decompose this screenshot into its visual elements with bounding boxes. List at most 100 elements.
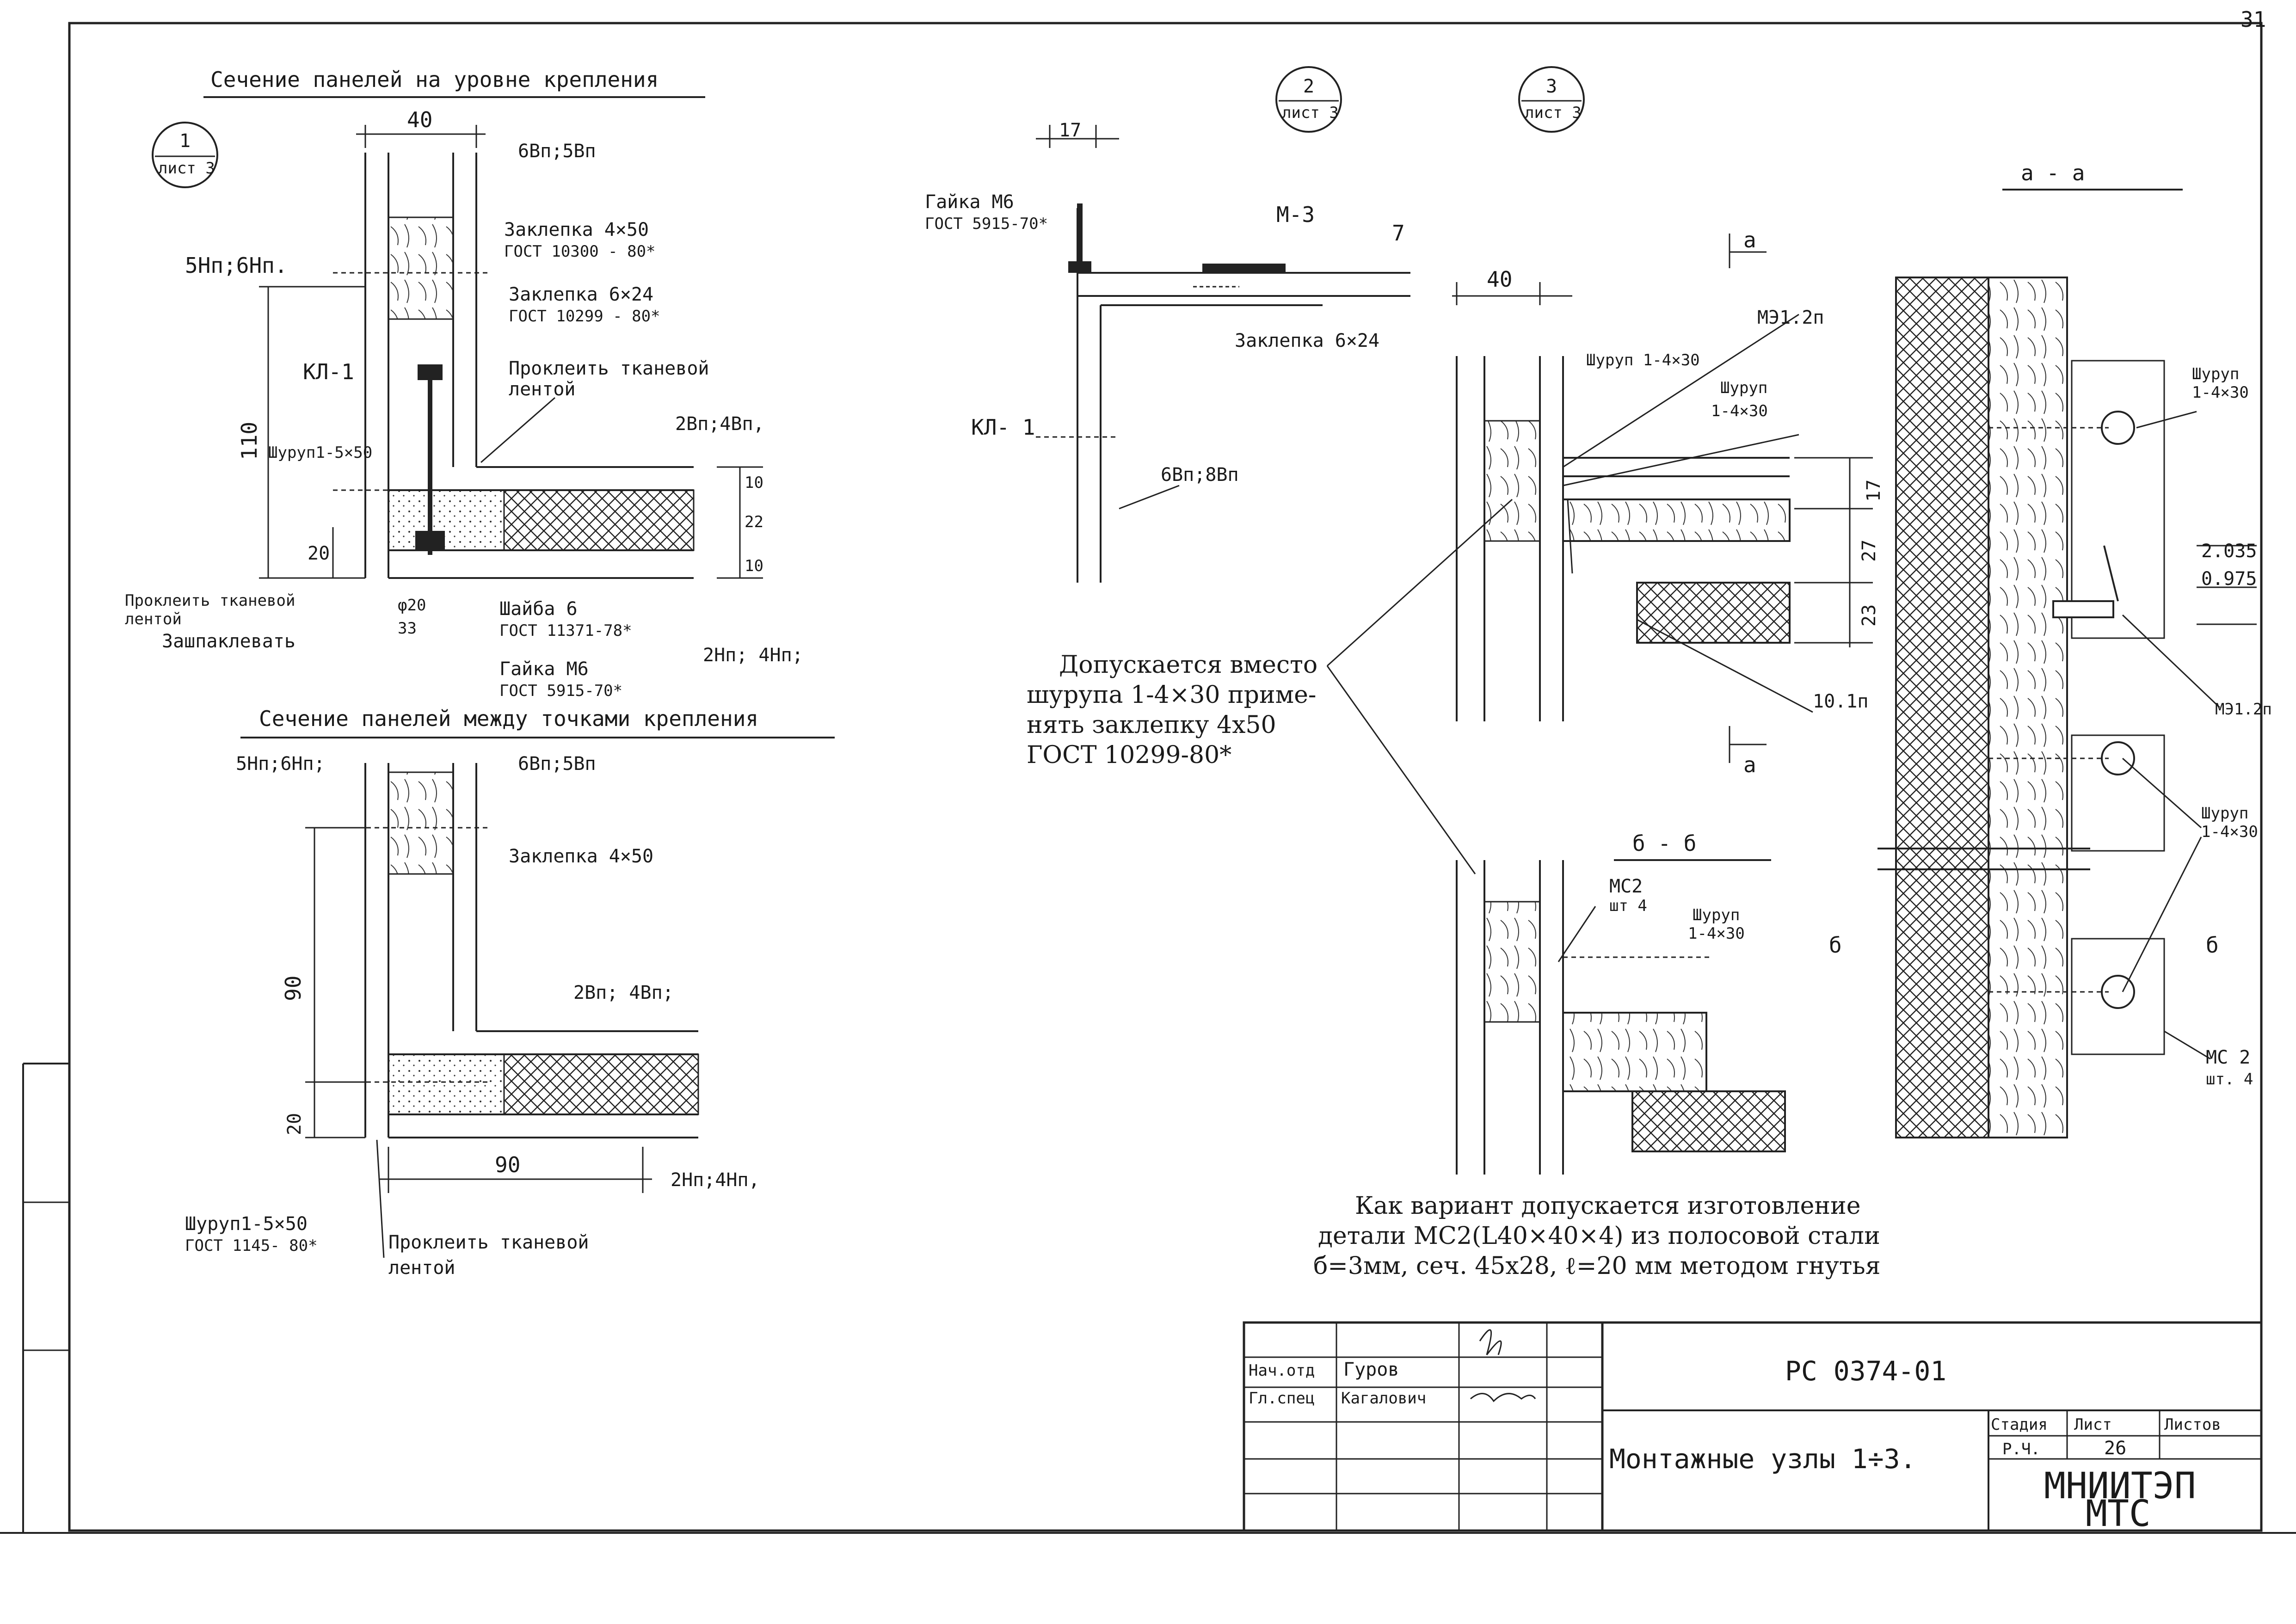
node-2-dimensions bbox=[1036, 125, 1119, 148]
section-title-1: Сечение панелей на уровне крепления bbox=[203, 67, 705, 98]
label-2np4np: 2Нп; 4Нп; bbox=[703, 645, 803, 666]
label-tape-1b: лентой bbox=[509, 379, 576, 400]
signature-2 bbox=[1470, 1393, 1536, 1403]
section-title-text: Сечение панелей между точками крепления bbox=[259, 706, 758, 731]
label-screw: Шуруп bbox=[1720, 379, 1767, 397]
tb-head-stage: Стадия bbox=[1991, 1415, 2048, 1434]
label-6vp5vp: 6Вп;5Вп bbox=[518, 753, 596, 775]
node-2-detail bbox=[1036, 203, 1410, 583]
tb-name-2: Кагалович bbox=[1341, 1389, 1426, 1408]
dim-17: 17 bbox=[1863, 480, 1884, 502]
label-me12p: МЭ1.2п bbox=[1757, 307, 1824, 328]
label-screw-top: Шуруп bbox=[2192, 365, 2239, 383]
label-2vp4vp: 2Вп;4Вп, bbox=[675, 413, 764, 435]
note-line-2: шурупа 1-4×30 приме- bbox=[1027, 681, 1316, 709]
sheet-frame bbox=[0, 22, 2296, 1534]
tb-head-sheet: Лист bbox=[2074, 1415, 2112, 1434]
label-washer-gost: ГОСТ 11371-78* bbox=[499, 621, 632, 640]
callout-sheet: лист 3 bbox=[1525, 104, 1582, 122]
tb-name-1: Гуров bbox=[1343, 1359, 1399, 1380]
callout-sheet: лист 3 bbox=[158, 159, 215, 178]
label-m3: М-3 bbox=[1276, 202, 1315, 227]
note-line-3: б=3мм, сеч. 45х28, ℓ=20 мм методом гнуть… bbox=[1313, 1252, 1881, 1280]
note-line-1: Допускается вместо bbox=[1059, 651, 1317, 679]
callout-3: 3 лист 3 bbox=[1518, 66, 1585, 133]
label-6vp8vp: 6Вп;8Вп bbox=[1161, 464, 1239, 486]
label-screw-bottom: Шуруп bbox=[2201, 804, 2248, 823]
dim-20: 20 bbox=[284, 1113, 305, 1135]
label-washer: Шайба 6 bbox=[499, 598, 578, 620]
label-nut-m6-gost: ГОСТ 5915-70* bbox=[499, 682, 622, 700]
node-1-dimensions bbox=[259, 125, 763, 579]
tb-value-stage: Р.Ч. bbox=[2002, 1440, 2040, 1458]
tb-role-2: Гл.спец bbox=[1249, 1389, 1315, 1408]
label-rivet-4x50: Заклепка 4×50 bbox=[509, 846, 653, 867]
label-2vp4vp: 2Вп; 4Вп; bbox=[573, 982, 674, 1003]
tb-drawing-title: Монтажные узлы 1÷3. bbox=[1609, 1443, 1916, 1475]
section-mark-a-top: а bbox=[1743, 228, 1756, 252]
dim-17: 17 bbox=[1059, 120, 1081, 141]
label-tape-2b: лентой bbox=[125, 610, 182, 628]
page-number: 31 bbox=[2241, 7, 2266, 32]
dim-40: 40 bbox=[407, 107, 432, 132]
tb-head-sheets: Листов bbox=[2164, 1415, 2221, 1434]
callout-2: 2 лист 3 bbox=[1275, 66, 1342, 133]
label-rivet-6x24-gost: ГОСТ 10299 - 80* bbox=[509, 307, 660, 326]
section-title-2: Сечение панелей между точками крепления bbox=[240, 706, 835, 738]
section-mark-a-bottom: а bbox=[1743, 752, 1756, 777]
label-screw-b: 1-4×30 bbox=[1688, 924, 1745, 943]
section-aa-title: а - а bbox=[2002, 160, 2183, 191]
dim-23: 23 bbox=[1859, 604, 1880, 627]
dim-90-horizontal: 90 bbox=[495, 1152, 520, 1177]
dim-10-bottom: 10 bbox=[745, 557, 763, 575]
label-screw-1-5x50: Шуруп1-5×50 bbox=[268, 443, 372, 462]
label-me12p: МЭ1.2п bbox=[2215, 700, 2272, 719]
label-rivet-6x24: Заклепка 6×24 bbox=[509, 284, 653, 305]
callout-num: 2 bbox=[1303, 76, 1314, 97]
dim-33: 33 bbox=[398, 619, 417, 638]
label-5np6np: 5Нп;6Нп; bbox=[236, 753, 325, 775]
node-1-detail bbox=[333, 153, 695, 579]
label-tape: Проклеить тканевой bbox=[388, 1232, 589, 1253]
label-screw-bottom-b: 1-4×30 bbox=[2201, 823, 2258, 841]
label-ms2: МС2 bbox=[1609, 876, 1643, 897]
callout-1: 1 лист 3 bbox=[152, 122, 218, 188]
label-ms2-qty: шт. 4 bbox=[2206, 1070, 2253, 1089]
section-title: б - б bbox=[1632, 831, 1696, 856]
dim-10-top: 10 bbox=[745, 474, 763, 492]
label-screw-top-b: 1-4×30 bbox=[2192, 383, 2249, 402]
dim-40: 40 bbox=[1487, 267, 1512, 292]
section-bb-title: б - б bbox=[1614, 831, 1771, 861]
label-ms2: МС 2 bbox=[2206, 1047, 2250, 1068]
label-screw-1-4x30: Шуруп 1-4×30 bbox=[1586, 351, 1700, 369]
label-nut-m6-gost: ГОСТ 5915-70* bbox=[925, 215, 1048, 233]
label-nut-m6: Гайка М6 bbox=[499, 658, 589, 680]
section-title-text: Сечение панелей на уровне крепления bbox=[210, 67, 659, 92]
label-rivet-4x50-gost: ГОСТ 10300 - 80* bbox=[504, 242, 656, 261]
dim-110: 110 bbox=[237, 422, 262, 460]
mark-b-right: б bbox=[2206, 933, 2219, 958]
label-2np4np: 2Нп;4Нп, bbox=[671, 1169, 760, 1191]
label-kl1: КЛ-1 bbox=[303, 359, 354, 384]
section-bb-detail bbox=[1456, 860, 1786, 1175]
note-rivet-substitute: Допускается вместо шурупа 1-4×30 приме- … bbox=[1027, 498, 1513, 874]
tb-org-2: МТС bbox=[2086, 1493, 2151, 1535]
node-1b-detail bbox=[333, 763, 699, 1138]
tb-value-sheet: 26 bbox=[2104, 1438, 2126, 1459]
dim-20: 20 bbox=[308, 543, 330, 564]
label-rivet-4x50: Заклепка 4×50 bbox=[504, 219, 649, 240]
note-line-1: Как вариант допускается изготовление bbox=[1355, 1192, 1860, 1220]
level-0975: 0.975 bbox=[2201, 568, 2257, 590]
label-kl1: КЛ- 1 bbox=[971, 415, 1035, 440]
section-title: а - а bbox=[2021, 160, 2085, 185]
node-1b-dimensions bbox=[305, 827, 652, 1193]
leader-tape bbox=[376, 1139, 385, 1258]
label-tape-2: Проклеить тканевой bbox=[125, 591, 295, 610]
dim-90-vertical: 90 bbox=[281, 976, 306, 1001]
label-6vp5vp: 6Вп;5Вп bbox=[518, 141, 596, 162]
mark-b-left: б bbox=[1829, 933, 1842, 958]
note-ms2-variant: Как вариант допускается изготовление дет… bbox=[1313, 1192, 1881, 1280]
dim-d20: φ20 bbox=[398, 596, 426, 615]
label-screw: Шуруп bbox=[1693, 906, 1740, 924]
